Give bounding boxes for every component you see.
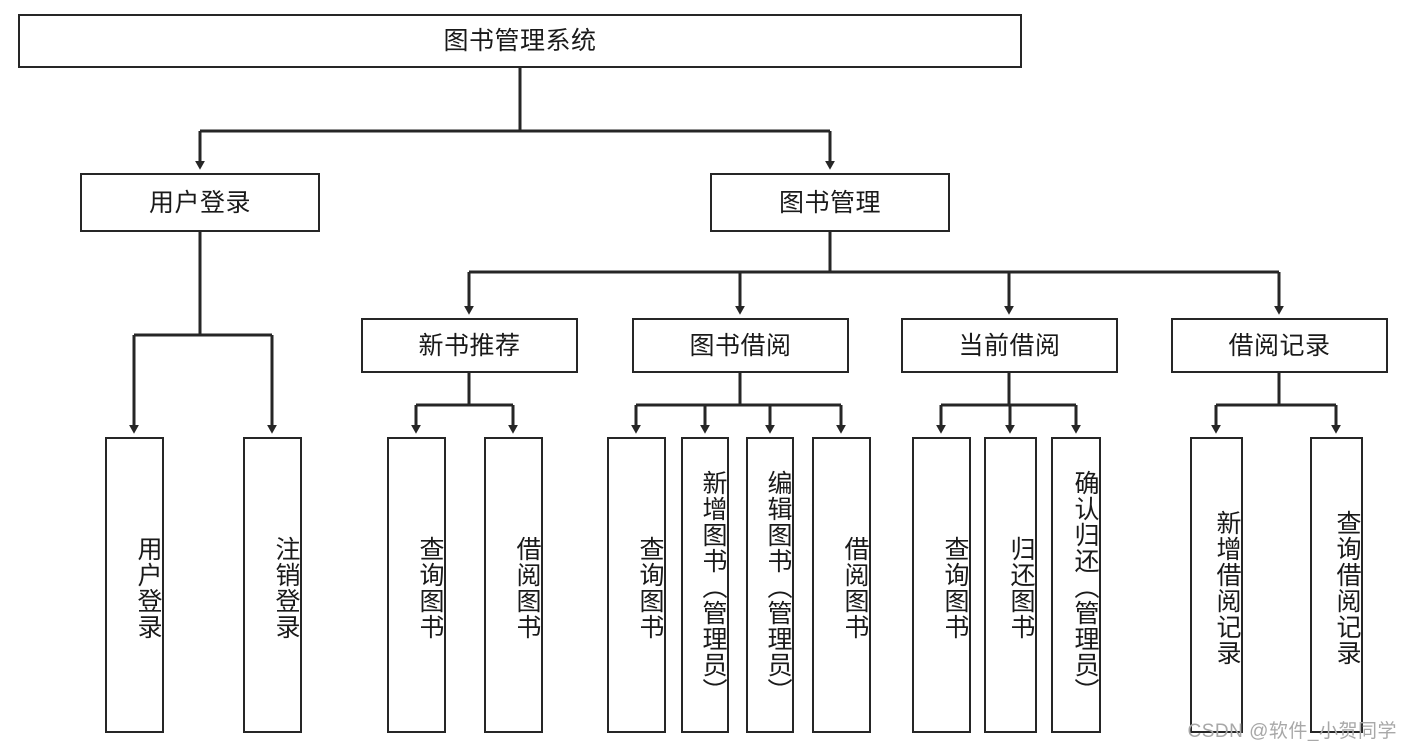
node-level2-user-login[interactable]: 用户登录	[80, 173, 320, 232]
node-level3-borrow-record[interactable]: 借阅记录	[1171, 318, 1388, 373]
node-leaf-edit-book-admin-label: 编辑图书（管理员）	[764, 470, 792, 704]
node-level3-current-borrow-label: 当前借阅	[958, 331, 1061, 360]
node-leaf-return-book-label: 归还图书	[1007, 536, 1035, 640]
node-leaf-edit-book-admin[interactable]: 编辑图书（管理员）	[746, 437, 794, 733]
node-level2-user-login-label: 用户登录	[148, 188, 251, 217]
node-root-label: 图书管理系统	[443, 27, 597, 55]
node-leaf-add-book-admin-label: 新增图书（管理员）	[699, 470, 727, 704]
node-leaf-return-book[interactable]: 归还图书	[984, 437, 1037, 733]
node-level2-book-management-label: 图书管理	[778, 188, 881, 217]
node-leaf-query-book-current-label: 查询图书	[941, 536, 969, 640]
node-level3-book-borrow-label: 图书借阅	[689, 331, 792, 360]
node-leaf-query-book-borrow-label: 查询图书	[636, 536, 664, 640]
node-leaf-borrow-book-recommend-label: 借阅图书	[513, 536, 541, 640]
node-leaf-user-login-label: 用户登录	[134, 536, 162, 640]
node-leaf-query-book-recommend[interactable]: 查询图书	[387, 437, 446, 733]
node-level3-new-book-recommend[interactable]: 新书推荐	[361, 318, 578, 373]
node-leaf-confirm-return-admin-label: 确认归还（管理员）	[1071, 470, 1099, 704]
node-leaf-query-book-current[interactable]: 查询图书	[912, 437, 971, 733]
node-leaf-borrow-book-label: 借阅图书	[841, 536, 869, 640]
node-leaf-query-book-recommend-label: 查询图书	[416, 536, 444, 640]
node-leaf-borrow-book-recommend[interactable]: 借阅图书	[484, 437, 543, 733]
node-leaf-add-book-admin[interactable]: 新增图书（管理员）	[681, 437, 729, 733]
node-leaf-confirm-return-admin[interactable]: 确认归还（管理员）	[1051, 437, 1101, 733]
node-leaf-query-book-borrow[interactable]: 查询图书	[607, 437, 666, 733]
csdn-watermark: CSDN @软件_小贺同学	[1187, 721, 1397, 742]
node-leaf-query-borrow-record-label: 查询借阅记录	[1333, 510, 1361, 666]
node-leaf-logout-label: 注销登录	[272, 536, 300, 640]
node-level3-borrow-record-label: 借阅记录	[1228, 331, 1331, 360]
node-leaf-add-borrow-record-label: 新增借阅记录	[1213, 510, 1241, 666]
node-leaf-query-borrow-record[interactable]: 查询借阅记录	[1310, 437, 1363, 733]
node-level2-book-management[interactable]: 图书管理	[710, 173, 950, 232]
node-level3-current-borrow[interactable]: 当前借阅	[901, 318, 1118, 373]
node-level3-book-borrow[interactable]: 图书借阅	[632, 318, 849, 373]
node-leaf-add-borrow-record[interactable]: 新增借阅记录	[1190, 437, 1243, 733]
node-root[interactable]: 图书管理系统	[18, 14, 1022, 68]
node-leaf-user-login[interactable]: 用户登录	[105, 437, 164, 733]
node-level3-new-book-recommend-label: 新书推荐	[418, 331, 521, 360]
node-leaf-logout[interactable]: 注销登录	[243, 437, 302, 733]
node-leaf-borrow-book[interactable]: 借阅图书	[812, 437, 871, 733]
